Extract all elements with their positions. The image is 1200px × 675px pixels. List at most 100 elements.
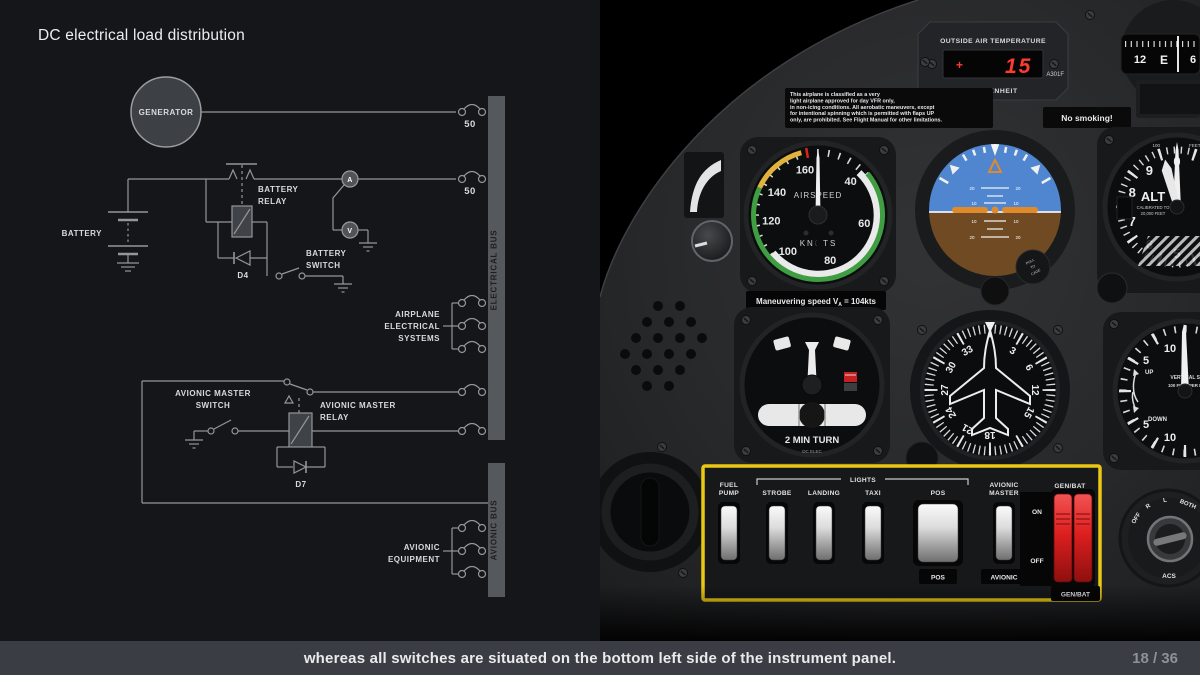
ammeter-symbol — [332, 170, 456, 231]
diode-d7-symbol — [276, 446, 326, 474]
magnetic-compass: 12 E 6 — [1120, 0, 1200, 104]
cage-label: TO — [1030, 264, 1036, 270]
avionic-master-switch[interactable] — [993, 502, 1015, 564]
screw-icon — [677, 567, 689, 579]
aircraft-silhouette — [949, 326, 1031, 437]
vsi-number: 5 — [1143, 355, 1149, 367]
heading-indicator: 33 3 30 6 27 12 24 15 21 18 — [905, 310, 1070, 475]
vertical-speed-indicator: 10 5 5 10 UP DOWN VERTICAL SPEED 100 FEE… — [1103, 312, 1200, 470]
oat-gauge: OUTSIDE AIR TEMPERATURE + 15 A301F FAHRE… — [917, 21, 1069, 101]
fuel-pump-switch[interactable] — [718, 502, 740, 564]
vsi-down: DOWN — [1148, 417, 1167, 423]
avionic-equipment-fuses — [443, 519, 487, 579]
battery-switch-symbol[interactable] — [275, 267, 352, 293]
compass-value: 12 — [1134, 54, 1146, 66]
fuse-symbol — [457, 103, 487, 117]
vsi-needle — [1181, 324, 1189, 391]
pos-badge: POS — [931, 575, 946, 582]
fuse-symbol — [457, 170, 487, 184]
avionic-equipment-label: EQUIPMENT — [388, 555, 440, 564]
strobe-light-switch[interactable] — [766, 502, 788, 564]
page-counter: 18 / 36 — [1132, 649, 1178, 667]
instrument-panel-photo: OUTSIDE AIR TEMPERATURE + 15 A301F FAHRE… — [600, 0, 1200, 641]
battery-label: BATTERY — [62, 229, 103, 238]
panel-edge — [600, 0, 919, 298]
oat-sign: + — [956, 58, 963, 72]
ignition-r: R — [1145, 503, 1152, 511]
voltmeter-label: V — [347, 228, 352, 235]
avionic-master-switch-label: SWITCH — [196, 401, 231, 410]
alt-needle-short — [1161, 159, 1180, 208]
vsi-number: 5 — [1143, 419, 1149, 431]
pitch-label: 10 — [971, 201, 977, 206]
brightness-icon — [690, 160, 721, 212]
pos-light-switch[interactable] — [913, 500, 963, 566]
generator-label: GENERATOR — [139, 108, 194, 117]
asi-number: 60 — [858, 218, 870, 230]
attitude-knob[interactable] — [980, 276, 1010, 306]
vsi-number: 10 — [1164, 432, 1176, 444]
turn-coordinator: 2 MIN TURN DC ELEC — [734, 307, 890, 463]
battery-switch-label: BATTERY — [306, 249, 347, 258]
alt-cal: CALIBRATED TO — [1137, 205, 1171, 210]
hdg-number: 6 — [1022, 363, 1035, 374]
electrical-bus-label: ELECTRICAL BUS — [490, 230, 499, 311]
caption-bar: whereas all switches are situated on the… — [0, 641, 1200, 675]
hdg-number: 24 — [944, 404, 959, 420]
pitch-label: 10 — [1013, 219, 1019, 224]
miniature-wing — [1002, 207, 1038, 213]
switch-label-avionic: MASTER — [989, 490, 1019, 497]
airplane-systems-label: SYSTEMS — [398, 334, 440, 343]
avionic-master-relay-label: AVIONIC MASTER — [320, 401, 396, 410]
cage-label: PULL — [1025, 258, 1035, 266]
diagram-panel: DC electrical load distribution GENERATO… — [0, 0, 600, 641]
switch-label-strobe: STROBE — [762, 490, 792, 497]
maneuvering-speed-badge: Maneuvering speed VA = 104kts — [746, 291, 886, 310]
no-smoking-placard: No smoking! — [1043, 107, 1131, 128]
gen-bat-master-switch[interactable] — [1051, 489, 1095, 587]
lights-group-label: LIGHTS — [850, 477, 876, 484]
no-smoking-label: No smoking! — [1061, 113, 1113, 123]
alt-number: 9 — [1146, 163, 1153, 178]
speaker-grille — [620, 301, 707, 391]
inclinometer-ball — [799, 402, 825, 428]
va-pre: Maneuvering speed V — [756, 297, 839, 306]
d4-label: D4 — [237, 271, 248, 280]
avionic-bus-label: AVIONIC BUS — [490, 500, 499, 561]
yoke-shaft[interactable] — [600, 452, 710, 572]
asi-number: 160 — [796, 165, 814, 177]
turn-sub: DC ELEC — [802, 449, 822, 454]
pitch-label: 20 — [969, 186, 975, 191]
placard-line: light airplane approved for day VFR only… — [790, 98, 895, 104]
bottom-shadow — [600, 585, 1200, 641]
oat-model: A301F — [1046, 72, 1064, 78]
alt-topscale: FEET — [1189, 143, 1200, 148]
hdg-lubber — [985, 322, 995, 333]
switch-label-pos: POS — [931, 490, 946, 497]
d7-label: D7 — [295, 480, 306, 489]
switch-label-fuel: FUEL — [720, 482, 738, 489]
pitch-label: 20 — [969, 235, 975, 240]
altimeter-knob[interactable] — [1096, 272, 1128, 304]
oat-title: OUTSIDE AIR TEMPERATURE — [940, 38, 1046, 45]
placard-line: in non-icing conditions. All aerobatic m… — [790, 105, 935, 111]
dimmer-knob[interactable] — [684, 152, 733, 262]
placard-line: only, are prohibited. See Flight Manual … — [790, 118, 943, 124]
compass-value: E — [1160, 53, 1168, 67]
cage-knob[interactable]: PULL TO CAGE — [1015, 249, 1051, 285]
altimeter: 0 9 8 7 6 5 100 FEET ALT CALIBRATED TO 2… — [1096, 127, 1200, 304]
taxi-light-switch[interactable] — [862, 502, 884, 564]
roll-index — [990, 144, 1000, 156]
landing-light-switch[interactable] — [813, 502, 835, 564]
electrical-bus-bar — [488, 96, 505, 440]
switch-label-landing: LANDING — [808, 490, 840, 497]
screw-icon — [1084, 9, 1096, 21]
pitch-label: 10 — [1013, 201, 1019, 206]
lights-bracket — [756, 478, 969, 485]
cage-label: CAGE — [1030, 268, 1041, 277]
roll-pointer — [987, 157, 1003, 173]
asi-number: 40 — [844, 176, 856, 188]
va-sub: A — [838, 302, 842, 308]
ignition-switch[interactable]: OFF R L BOTH ACS — [1118, 488, 1200, 588]
